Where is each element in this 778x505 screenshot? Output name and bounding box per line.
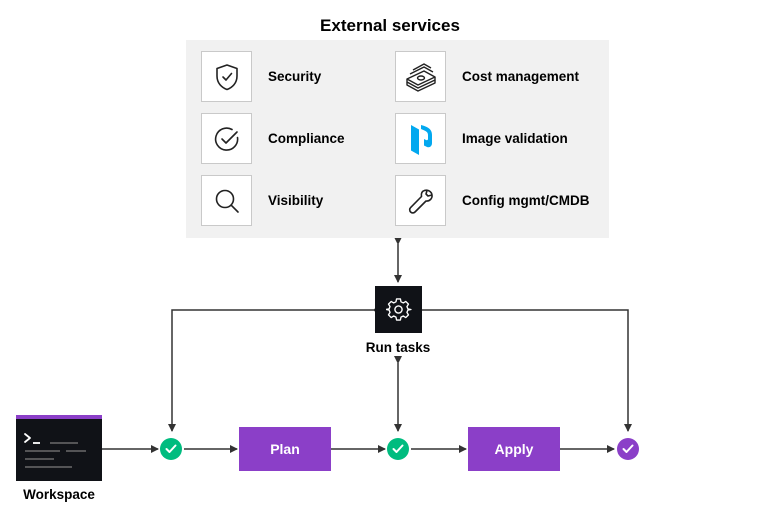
image-validation-tile bbox=[395, 113, 446, 164]
plan-node: Plan bbox=[239, 427, 331, 471]
config-mgmt-tile bbox=[395, 175, 446, 226]
apply-node: Apply bbox=[468, 427, 560, 471]
config-mgmt-label: Config mgmt/CMDB bbox=[462, 193, 590, 208]
visibility-tile bbox=[201, 175, 252, 226]
checkmark-icon bbox=[622, 444, 634, 453]
checkmark-icon bbox=[392, 444, 404, 453]
cost-management-tile bbox=[395, 51, 446, 102]
shield-check-icon bbox=[215, 63, 238, 90]
security-tile bbox=[201, 51, 252, 102]
diagram-title: External services bbox=[320, 16, 460, 35]
wrench-icon bbox=[408, 188, 433, 214]
check-2 bbox=[387, 438, 409, 460]
visibility-label: Visibility bbox=[268, 193, 324, 208]
gear-icon bbox=[385, 297, 412, 321]
compliance-label: Compliance bbox=[268, 131, 345, 146]
arrow-runtasks-left bbox=[168, 306, 380, 432]
check-1 bbox=[160, 438, 182, 460]
terminal-icon bbox=[24, 433, 86, 468]
workspace-label: Workspace bbox=[23, 487, 95, 502]
circle-check-icon bbox=[214, 126, 238, 151]
cost-management-label: Cost management bbox=[462, 69, 580, 84]
image-validation-label: Image validation bbox=[462, 131, 568, 146]
packer-logo-icon bbox=[410, 124, 432, 155]
magnifier-icon bbox=[215, 189, 239, 213]
security-label: Security bbox=[268, 69, 322, 84]
run-tasks-label: Run tasks bbox=[365, 340, 431, 355]
arrow-runtasks-right bbox=[416, 306, 632, 432]
checkmark-icon bbox=[165, 444, 177, 453]
compliance-tile bbox=[201, 113, 252, 164]
money-stack-icon bbox=[405, 62, 436, 92]
run-tasks-node bbox=[375, 286, 422, 333]
check-3 bbox=[617, 438, 639, 460]
workspace-node bbox=[16, 415, 102, 481]
